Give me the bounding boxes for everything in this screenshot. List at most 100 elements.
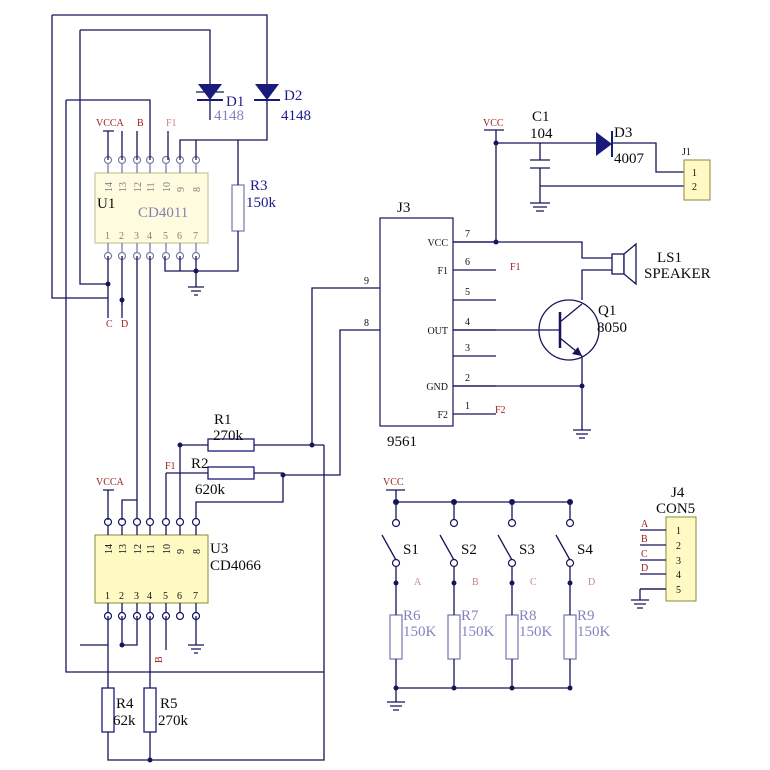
j3-pin8: 8 — [364, 318, 369, 329]
u3-chip — [94, 534, 209, 604]
resistor-r8 — [505, 614, 519, 660]
c1-d3-wires — [496, 142, 684, 212]
u3-pin-label-9: 9 — [176, 549, 187, 554]
ls1-ref: LS1 — [657, 250, 682, 266]
u1-part: CD4011 — [138, 205, 188, 221]
switch-net-1: B — [472, 577, 479, 588]
d2-value: 4148 — [281, 108, 311, 124]
r6-ref: R6 — [403, 608, 421, 624]
u3-pin-9 — [175, 517, 185, 527]
r7-value: 150K — [461, 624, 495, 640]
vcc-rail — [453, 129, 612, 259]
j3-pin-num-2: 2 — [465, 373, 470, 384]
r8-ref: R8 — [519, 608, 537, 624]
resistor-r2 — [207, 466, 255, 480]
u3-pin-8 — [191, 517, 201, 527]
resistor-r9 — [563, 614, 577, 660]
r3-ref: R3 — [250, 178, 268, 194]
u3-pin-10 — [161, 517, 171, 527]
j3-pin-name-7: VCC — [427, 238, 448, 249]
u1-ground-symbol — [188, 286, 204, 296]
u1-pin-label-13: 13 — [118, 182, 129, 192]
d3-ref: D3 — [614, 125, 632, 141]
u3-pin-6 — [175, 611, 185, 621]
j3-pin9: 9 — [364, 276, 369, 287]
d3-value: 4007 — [614, 151, 645, 167]
u1-pin-label-8: 8 — [192, 187, 203, 192]
u3-pin-12 — [132, 517, 142, 527]
vcca-label-u3: VCCA — [96, 477, 125, 488]
r2-value: 620k — [195, 482, 226, 498]
j4-ref: J4 — [671, 485, 685, 501]
switch-label-s4: S4 — [577, 542, 593, 558]
r4-ref: R4 — [116, 696, 134, 712]
j3-pin-name-2: GND — [426, 382, 448, 393]
u3-pin-11 — [145, 517, 155, 527]
j3-pin-num-5: 5 — [465, 287, 470, 298]
net-f1-j3: F1 — [510, 262, 521, 273]
j4-net-3: D — [641, 563, 648, 574]
net-f2-j3: F2 — [495, 405, 506, 416]
u3-pin-label-8: 8 — [192, 549, 203, 554]
vcc-label-switches: VCC — [383, 477, 404, 488]
r8-value: 150K — [519, 624, 553, 640]
r1-value: 270k — [213, 428, 244, 444]
j4-pin-1: 1 — [676, 526, 681, 537]
net-f1-u3: F1 — [165, 461, 176, 472]
d1-value: 4148 — [214, 108, 244, 124]
r3-value: 150k — [246, 195, 277, 211]
u3-pin-label-1: 1 — [105, 591, 110, 602]
u3-pin-label-14: 14 — [104, 544, 115, 554]
j3-part: 9561 — [387, 434, 417, 450]
switch-net-0: A — [414, 577, 422, 588]
j4-part: CON5 — [656, 501, 695, 517]
r5-ref: R5 — [160, 696, 178, 712]
net-c-label: C — [106, 319, 113, 330]
r1-r2-wires — [150, 444, 325, 761]
j1-connector — [683, 159, 711, 201]
j4-pin-4: 4 — [676, 570, 681, 581]
j4-net-1: B — [641, 534, 648, 545]
u3-pin-label-13: 13 — [118, 544, 129, 554]
u1-bottom-wires — [107, 256, 197, 520]
u1-pin-label-1: 1 — [105, 231, 110, 242]
u1-pin-label-2: 2 — [119, 231, 124, 242]
u3-pin-label-10: 10 — [162, 544, 173, 554]
speaker-to-q1 — [581, 269, 612, 300]
j3-pin-name-6: F1 — [437, 266, 448, 277]
vcc-label-top: VCC — [483, 118, 504, 129]
u3-pin-label-3: 3 — [134, 591, 139, 602]
u3-bottom-wires — [80, 616, 204, 688]
speaker-ls1 — [611, 242, 637, 286]
u1-pin-label-4: 4 — [147, 231, 152, 242]
u1-pin-label-5: 5 — [163, 231, 168, 242]
u1-pin-label-14: 14 — [104, 182, 115, 192]
j4-pin-3: 3 — [676, 556, 681, 567]
j3-pin-num-4: 4 — [465, 317, 470, 328]
diode-d1 — [196, 84, 224, 101]
q1-wires — [453, 329, 591, 439]
u1-pin-5 — [161, 251, 171, 261]
r1-ref: R1 — [214, 412, 232, 428]
j4-pin-2: 2 — [676, 541, 681, 552]
j1-pin2: 2 — [692, 182, 697, 193]
switch-net-3: D — [588, 577, 595, 588]
j3-ref: J3 — [397, 200, 410, 216]
u1-pin-label-12: 12 — [133, 182, 144, 192]
j4-ground — [631, 588, 666, 609]
q1-value: 8050 — [597, 320, 627, 336]
net-f1-label-u1: F1 — [166, 118, 177, 129]
resistor-r3 — [231, 184, 245, 232]
r9-value: 150K — [577, 624, 611, 640]
r7-ref: R7 — [461, 608, 479, 624]
u3-pin-label-4: 4 — [147, 591, 152, 602]
j3-pin-name-1: F2 — [437, 410, 448, 421]
r2-ref: R2 — [191, 456, 209, 472]
u1-pin-label-9: 9 — [176, 187, 187, 192]
j4-net-0: A — [641, 519, 649, 530]
j3-pin-num-3: 3 — [465, 343, 470, 354]
switch-label-s3: S3 — [519, 542, 535, 558]
